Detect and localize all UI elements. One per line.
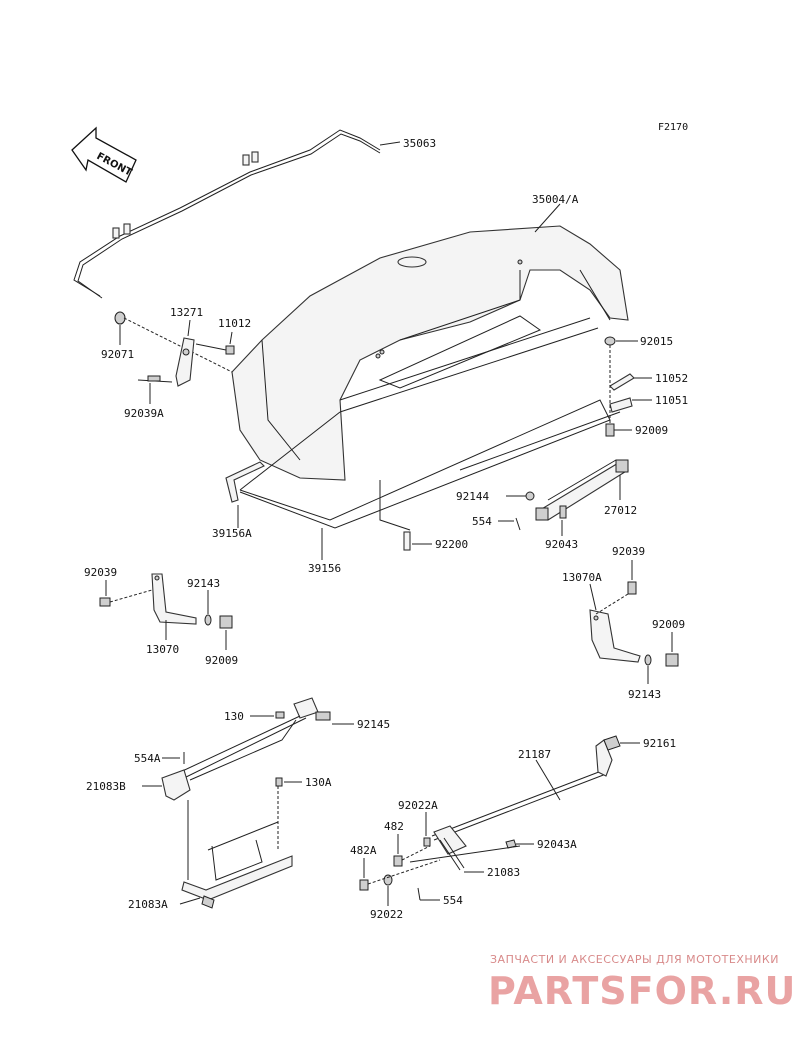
part-13271: [175, 337, 195, 387]
label-92144: 92144: [456, 490, 489, 503]
part-92039-b: [627, 581, 637, 595]
label-13070: 13070: [146, 643, 179, 656]
label-92143-b: 92143: [628, 688, 661, 701]
label-92015: 92015: [640, 335, 673, 348]
part-92039: [99, 597, 111, 607]
label-92161: 92161: [643, 737, 676, 750]
watermark-line1: ЗАПЧАСТИ И АКСЕССУАРЫ ДЛЯ МОТОТЕХНИКИ: [490, 953, 779, 966]
part-92022: [383, 874, 393, 886]
watermark-line2: PARTSFOR.RU: [488, 969, 796, 1013]
label-92145: 92145: [357, 718, 390, 731]
label-21083A: 21083A: [128, 898, 168, 911]
part-482: [393, 855, 403, 867]
label-554A: 554A: [134, 752, 161, 765]
part-92071: [114, 311, 126, 325]
label-13271: 13271: [170, 306, 203, 319]
label-39156: 39156: [308, 562, 341, 575]
label-11052: 11052: [655, 372, 688, 385]
part-92161: [603, 735, 621, 751]
label-92043: 92043: [545, 538, 578, 551]
label-35004A: 35004/A: [532, 193, 579, 206]
rod-21187: [431, 739, 613, 855]
label-11051: 11051: [655, 394, 688, 407]
label-13070A: 13070A: [562, 571, 602, 584]
label-92022: 92022: [370, 908, 403, 921]
latch-13070: [151, 573, 197, 625]
seal-39156: [239, 399, 621, 529]
latch-13070A: [589, 609, 641, 663]
part-92022A: [423, 837, 431, 847]
label-92009-c: 92009: [652, 618, 685, 631]
label-92039A: 92039A: [124, 407, 164, 420]
label-130: 130: [224, 710, 244, 723]
front-arrow-icon: FRONT: [71, 126, 137, 183]
part-92143-b: [644, 654, 652, 666]
label-11012: 11012: [218, 317, 251, 330]
label-92009-a: 92009: [635, 424, 668, 437]
label-92009-b: 92009: [205, 654, 238, 667]
cover-body-35004A: [231, 225, 629, 481]
label-482A: 482A: [350, 844, 377, 857]
part-92143: [204, 614, 212, 626]
part-92043: [559, 505, 567, 519]
label-554: 554: [472, 515, 492, 528]
label-27012: 27012: [604, 504, 637, 517]
part-92039A: [147, 375, 161, 382]
part-92043A: [505, 839, 517, 849]
label-92039: 92039: [84, 566, 117, 579]
label-92200: 92200: [435, 538, 468, 551]
part-92009-c: [665, 653, 679, 667]
label-39156A: 39156A: [212, 527, 252, 540]
part-92015: [604, 336, 616, 346]
label-130A: 130A: [305, 776, 332, 789]
part-92009-a: [605, 423, 615, 437]
label-92071: 92071: [101, 348, 134, 361]
bracket-21083A: [181, 839, 293, 909]
label-554-b: 554: [443, 894, 463, 907]
figure-id: F2170: [658, 122, 688, 133]
bracket-39156A: [225, 461, 265, 503]
part-11051: [609, 397, 633, 413]
rod-assembly-21083B: [161, 697, 331, 801]
label-21187: 21187: [518, 748, 551, 761]
part-482A: [359, 879, 369, 891]
part-11052: [609, 373, 635, 391]
support-rod-35063: [73, 129, 381, 299]
part-130A: [275, 777, 283, 787]
label-35063: 35063: [403, 137, 436, 150]
part-92009-b: [219, 615, 233, 629]
part-92200: [403, 531, 411, 551]
rod-21083: [409, 837, 521, 871]
label-92039-b: 92039: [612, 545, 645, 558]
label-21083: 21083: [487, 866, 520, 879]
part-130: [275, 711, 285, 719]
label-92143: 92143: [187, 577, 220, 590]
label-21083B: 21083B: [86, 780, 126, 793]
label-92022A: 92022A: [398, 799, 438, 812]
label-482: 482: [384, 820, 404, 833]
part-11012: [225, 345, 235, 355]
part-92144: [525, 491, 535, 501]
label-92043A: 92043A: [537, 838, 577, 851]
